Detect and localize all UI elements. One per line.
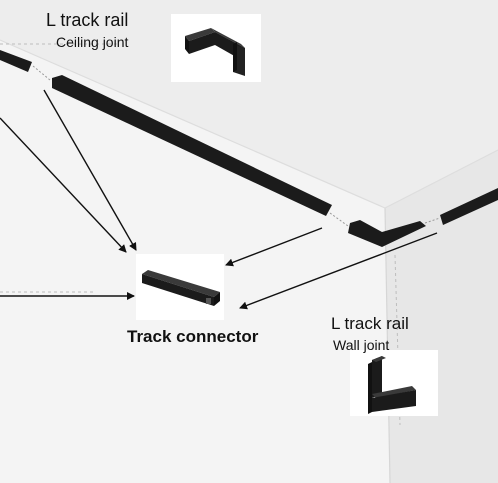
corner-edge <box>384 207 391 483</box>
ceiling-edge <box>0 39 386 209</box>
wall-joint-inset <box>350 350 438 416</box>
wall-guide-line <box>394 254 401 426</box>
rail-l-joint <box>348 220 426 247</box>
rail-segment-main <box>52 75 332 216</box>
rail-gap-dashes <box>424 217 441 224</box>
track-connector-icon <box>142 270 220 306</box>
l-track-wall-joint-icon <box>368 356 416 414</box>
ceiling-joint-inset <box>171 14 261 82</box>
arrow-rail-gap-to-connector <box>43 89 137 251</box>
ceiling-plane <box>0 0 498 208</box>
ceiling-joint-title: L track rail <box>46 10 129 30</box>
ceiling-joint-subtitle: Ceiling joint <box>56 34 129 50</box>
ceiling-edge-right <box>384 149 498 209</box>
track-connector-inset <box>136 254 224 320</box>
wall-joint-title: L track rail <box>331 314 409 333</box>
arrow-left-to-connector <box>0 117 127 253</box>
arrow-corner-to-connector <box>225 227 323 267</box>
l-track-ceiling-joint-icon <box>185 28 245 76</box>
track-connector-label: Track connector <box>127 327 259 346</box>
wall-joint-subtitle: Wall joint <box>333 337 390 353</box>
rail-segment-right <box>440 188 498 225</box>
arrow-right-to-connector <box>239 232 438 310</box>
rail-segment-left <box>0 50 32 72</box>
